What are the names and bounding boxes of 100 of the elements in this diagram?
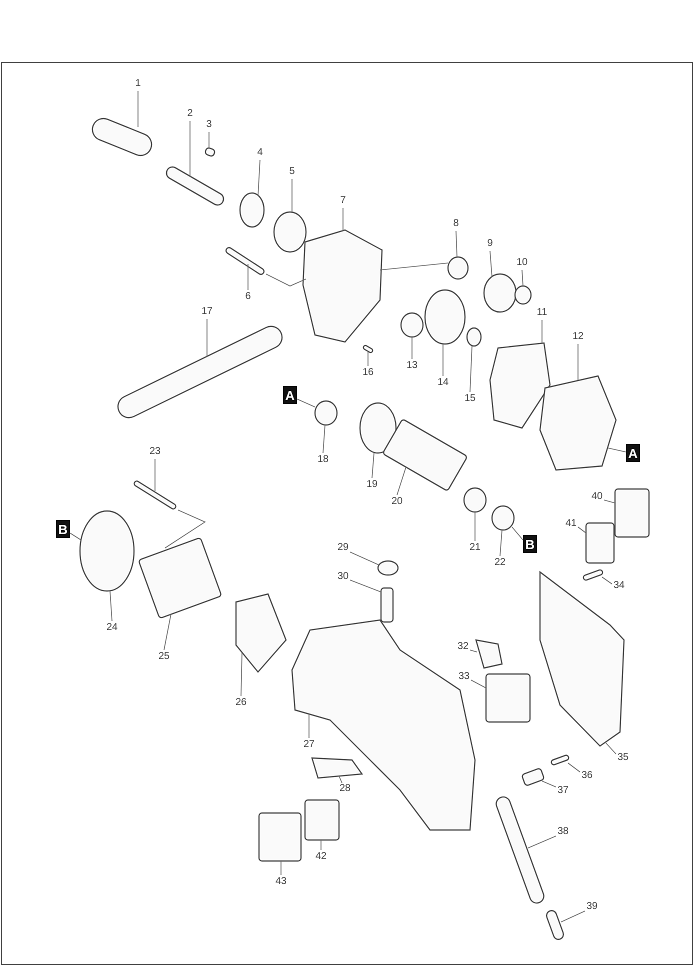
reference-marker: B: [56, 520, 70, 538]
leader-line: [350, 552, 380, 566]
callout-number: 3: [199, 119, 219, 131]
callout-number: 17: [197, 306, 217, 318]
reference-marker: A: [626, 444, 640, 462]
leader-line: [500, 530, 502, 556]
callout-number: 42: [311, 851, 331, 863]
callout-number: 13: [402, 360, 422, 372]
callout-number: 6: [238, 291, 258, 303]
callout-number: 22: [490, 557, 510, 569]
callout-number: 43: [271, 876, 291, 888]
leader-line: [338, 776, 342, 784]
callout-number: 32: [453, 641, 473, 653]
gear-drawing: [483, 273, 517, 313]
leader-line: [542, 780, 556, 788]
leader-line: [258, 160, 260, 196]
leader-line: [266, 274, 306, 286]
callout-number: 21: [465, 542, 485, 554]
gear-drawing: [424, 289, 466, 345]
leader-line: [208, 132, 210, 148]
callout-number: 36: [577, 770, 597, 782]
leader-line: [240, 652, 242, 696]
callout-number: 39: [582, 901, 602, 913]
washer-drawing: [239, 192, 265, 228]
callout-number: 37: [553, 785, 573, 797]
leader-line: [372, 452, 374, 478]
vent-cover-drawing: [258, 812, 302, 862]
leader-line: [474, 512, 476, 542]
retaining-ring-drawing: [466, 327, 482, 347]
callout-number: 24: [102, 622, 122, 634]
leader-line: [164, 510, 206, 548]
label-sheet-drawing: [304, 799, 340, 841]
sleeve-drawing: [400, 312, 424, 338]
callout-number: 40: [587, 491, 607, 503]
callout-number: 35: [613, 752, 633, 764]
leader-line: [456, 230, 458, 258]
leader-line: [70, 532, 82, 540]
leader-line: [442, 344, 444, 376]
leader-line: [322, 424, 326, 454]
callout-number: 16: [358, 367, 378, 379]
bracket-drawing: [539, 375, 617, 471]
leader-line: [568, 762, 580, 772]
pin-drawing: [362, 344, 374, 354]
callout-number: 15: [460, 393, 480, 405]
screw-drawing: [550, 754, 570, 766]
switch-drawing: [485, 673, 531, 723]
leader-line: [522, 270, 524, 286]
leader-line: [604, 742, 616, 754]
callout-number: 14: [433, 377, 453, 389]
callout-number: 2: [180, 108, 200, 120]
callout-number: 18: [313, 454, 333, 466]
leader-line: [320, 840, 322, 850]
leader-line: [470, 680, 486, 688]
bearing-drawing: [273, 211, 307, 253]
handle-cover-drawing: [539, 570, 625, 747]
callout-number: 30: [333, 571, 353, 583]
motor-housing-drawing: [291, 619, 476, 831]
leader-line: [296, 398, 316, 408]
leader-line: [528, 836, 556, 848]
callout-number: 4: [250, 147, 270, 159]
callout-number: 1: [128, 78, 148, 90]
callout-number: 11: [532, 307, 552, 319]
leader-line: [602, 576, 612, 584]
callout-number: 26: [231, 697, 251, 709]
callout-number: 10: [512, 257, 532, 269]
callout-number: 8: [446, 218, 466, 230]
callout-number: 34: [609, 580, 629, 592]
leader-line: [280, 860, 282, 876]
reference-marker: B: [523, 535, 537, 553]
callout-number: 41: [561, 518, 581, 530]
callout-number: 7: [333, 195, 353, 207]
screw-drawing: [582, 568, 604, 582]
callout-number: 27: [299, 739, 319, 751]
leader-line: [154, 458, 156, 492]
label-sheet-drawing: [585, 522, 615, 564]
callout-number: 33: [454, 671, 474, 683]
label-sheet-drawing: [311, 757, 364, 779]
brush-holder-drawing: [235, 593, 287, 673]
leader-line: [470, 650, 478, 652]
leader-line: [470, 346, 472, 392]
fan-drawing: [359, 402, 397, 454]
bearing-drawing: [491, 505, 515, 531]
leader-line: [164, 614, 172, 650]
leader-line: [490, 250, 492, 278]
key-drawing: [204, 146, 216, 158]
bearing-drawing: [447, 256, 469, 280]
leader-line: [350, 580, 382, 592]
leader-line: [608, 448, 626, 452]
callout-number: 9: [480, 238, 500, 250]
leader-line: [342, 208, 344, 232]
callout-number: 12: [568, 331, 588, 343]
callout-number: 28: [335, 783, 355, 795]
bearing-drawing: [314, 400, 338, 426]
callout-number: 29: [333, 542, 353, 554]
callout-number: 19: [362, 479, 382, 491]
baffle-ring-drawing: [79, 510, 135, 592]
callout-number: 23: [145, 446, 165, 458]
reference-marker: A: [283, 386, 297, 404]
callout-number: 25: [154, 651, 174, 663]
leader-line: [578, 526, 586, 534]
